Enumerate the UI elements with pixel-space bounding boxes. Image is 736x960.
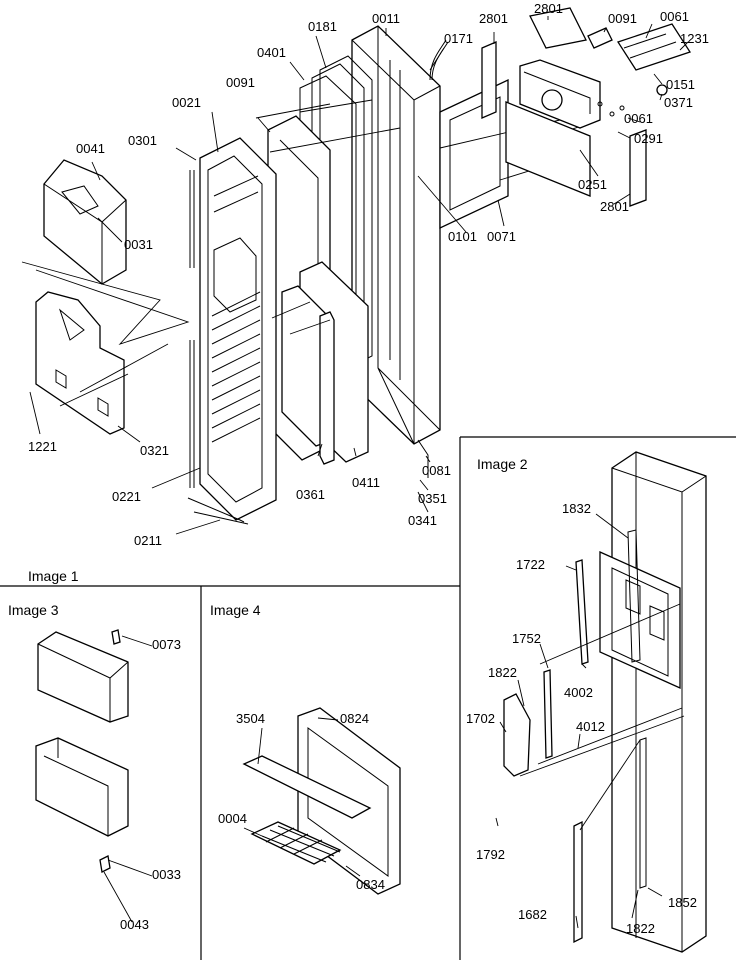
callout-0021: 0021	[172, 95, 201, 110]
callout-0401: 0401	[257, 45, 286, 60]
callout-0071: 0071	[487, 229, 516, 244]
dispenser-recess-trim	[599, 550, 681, 690]
callout-0351: 0351	[418, 491, 447, 506]
callout-1822-lower: 1822	[626, 921, 655, 936]
wire-harness	[429, 39, 449, 81]
ice-bucket-assembly	[43, 159, 127, 285]
drip-tray-grille	[250, 821, 342, 865]
dispenser-cover-panel	[35, 291, 125, 435]
panel-caption-image-3: Image 3	[8, 602, 59, 618]
callout-0181: 0181	[308, 19, 337, 34]
rear-panel-frame	[439, 78, 509, 230]
drip-tray-frame	[242, 707, 401, 895]
callout-4002: 4002	[564, 685, 593, 700]
callout-0101: 0101	[448, 229, 477, 244]
callout-1702: 1702	[466, 711, 495, 726]
callout-2801-right: 2801	[600, 199, 629, 214]
fresh-food-liner	[199, 137, 277, 521]
callout-2801-top-left: 2801	[479, 11, 508, 26]
callout-0371: 0371	[664, 95, 693, 110]
callout-4012: 4012	[576, 719, 605, 734]
panel-caption-image-4: Image 4	[210, 602, 261, 618]
callout-0061-top: 0061	[660, 9, 689, 24]
callout-3504: 3504	[236, 711, 265, 726]
callout-1752: 1752	[512, 631, 541, 646]
callout-0033: 0033	[152, 867, 181, 882]
callout-0824: 0824	[340, 711, 369, 726]
callout-0321: 0321	[140, 443, 169, 458]
callout-0091: 0091	[226, 75, 255, 90]
callout-0361: 0361	[296, 487, 325, 502]
callout-0171: 0171	[444, 31, 473, 46]
cabinet-outer-wrapper	[351, 25, 441, 478]
shelf-end-upper	[37, 629, 129, 723]
callout-0011: 0011	[372, 11, 400, 26]
callout-1682: 1682	[518, 907, 547, 922]
callout-0041: 0041	[76, 141, 105, 156]
panel-caption-image-2: Image 2	[477, 456, 528, 472]
callout-0411: 0411	[352, 475, 380, 490]
callout-0081: 0081	[422, 463, 451, 478]
dispenser-guide-lines	[519, 603, 685, 831]
panel-frames	[0, 436, 736, 960]
callout-0291: 0291	[634, 131, 663, 146]
callout-0341: 0341	[408, 513, 437, 528]
callout-0251: 0251	[578, 177, 607, 192]
callout-1231: 1231	[680, 31, 709, 46]
callout-0221: 0221	[112, 489, 141, 504]
callout-0061: 0061	[624, 111, 653, 126]
panel-caption-image-1: Image 1	[28, 568, 79, 584]
freezer-door-body	[611, 451, 707, 953]
control-housing	[597, 23, 691, 117]
callout-1832: 1832	[562, 501, 591, 516]
callout-1722: 1722	[516, 557, 545, 572]
callout-leaders	[29, 16, 689, 929]
callout-0211: 0211	[134, 533, 162, 548]
callout-2801-top: 2801	[534, 1, 563, 16]
callout-0043: 0043	[120, 917, 149, 932]
callout-0004: 0004	[218, 811, 247, 826]
callout-0091-top: 0091	[608, 11, 637, 26]
callout-0031: 0031	[124, 237, 153, 252]
callout-1792: 1792	[476, 847, 505, 862]
shelf-end-lower	[35, 737, 129, 873]
callout-0834: 0834	[356, 877, 385, 892]
foam-blocks	[481, 7, 647, 207]
callout-1822-upper: 1822	[488, 665, 517, 680]
callout-1221: 1221	[28, 439, 57, 454]
callout-0151: 0151	[666, 77, 695, 92]
callout-0073: 0073	[152, 637, 181, 652]
evaporator-shroud-assembly	[505, 59, 601, 197]
side-trim-strips	[187, 170, 249, 525]
callout-0301: 0301	[128, 133, 157, 148]
callout-1852: 1852	[668, 895, 697, 910]
dispenser-side-trims	[503, 529, 647, 944]
